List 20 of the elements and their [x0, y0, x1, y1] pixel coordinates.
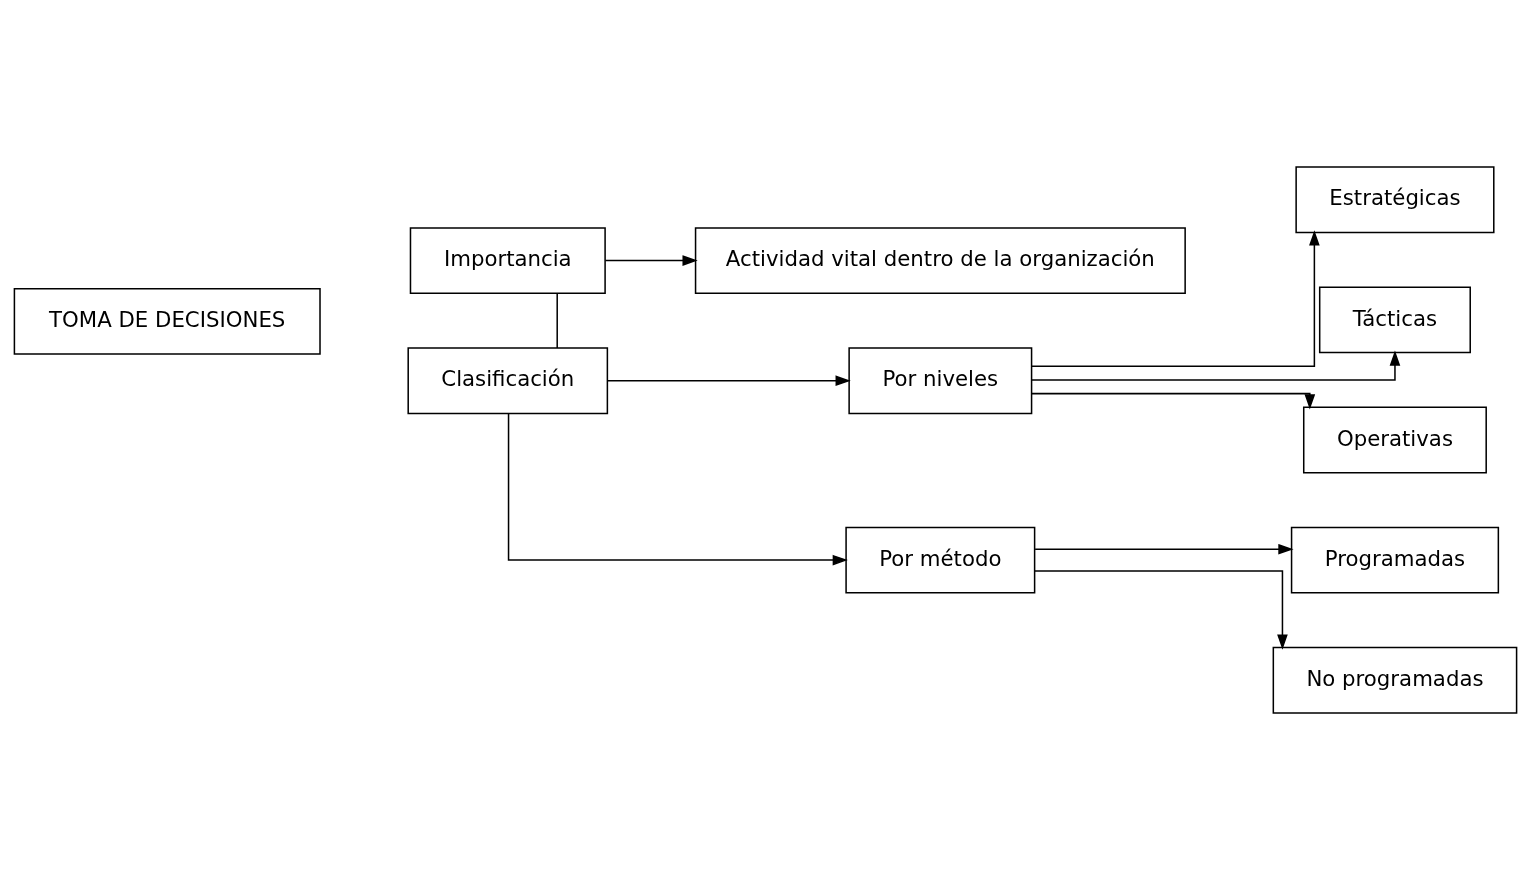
arrow — [1030, 392, 1316, 410]
node-box: TOMA DE DECISIONES — [13, 287, 321, 355]
node-box: Por niveles — [848, 347, 1033, 415]
node-box: No programadas — [1272, 646, 1518, 714]
arrow — [604, 255, 698, 266]
arrow — [1034, 570, 1288, 650]
node-box: Tácticas — [1318, 286, 1471, 354]
connector — [556, 292, 558, 349]
node-box: Actividad vital dentro de la organización — [694, 227, 1186, 295]
node-box: Por método — [845, 526, 1036, 594]
arrow — [507, 412, 848, 566]
arrow — [1034, 543, 1294, 555]
arrow — [1031, 350, 1401, 381]
node-box: Clasificación — [407, 347, 609, 415]
arrow — [606, 375, 851, 387]
arrow — [1031, 230, 1320, 367]
node-box: Estratégicas — [1295, 166, 1495, 234]
node-box: Programadas — [1290, 526, 1500, 594]
node-box: Importancia — [409, 227, 606, 295]
node-box: Operativas — [1302, 406, 1487, 474]
